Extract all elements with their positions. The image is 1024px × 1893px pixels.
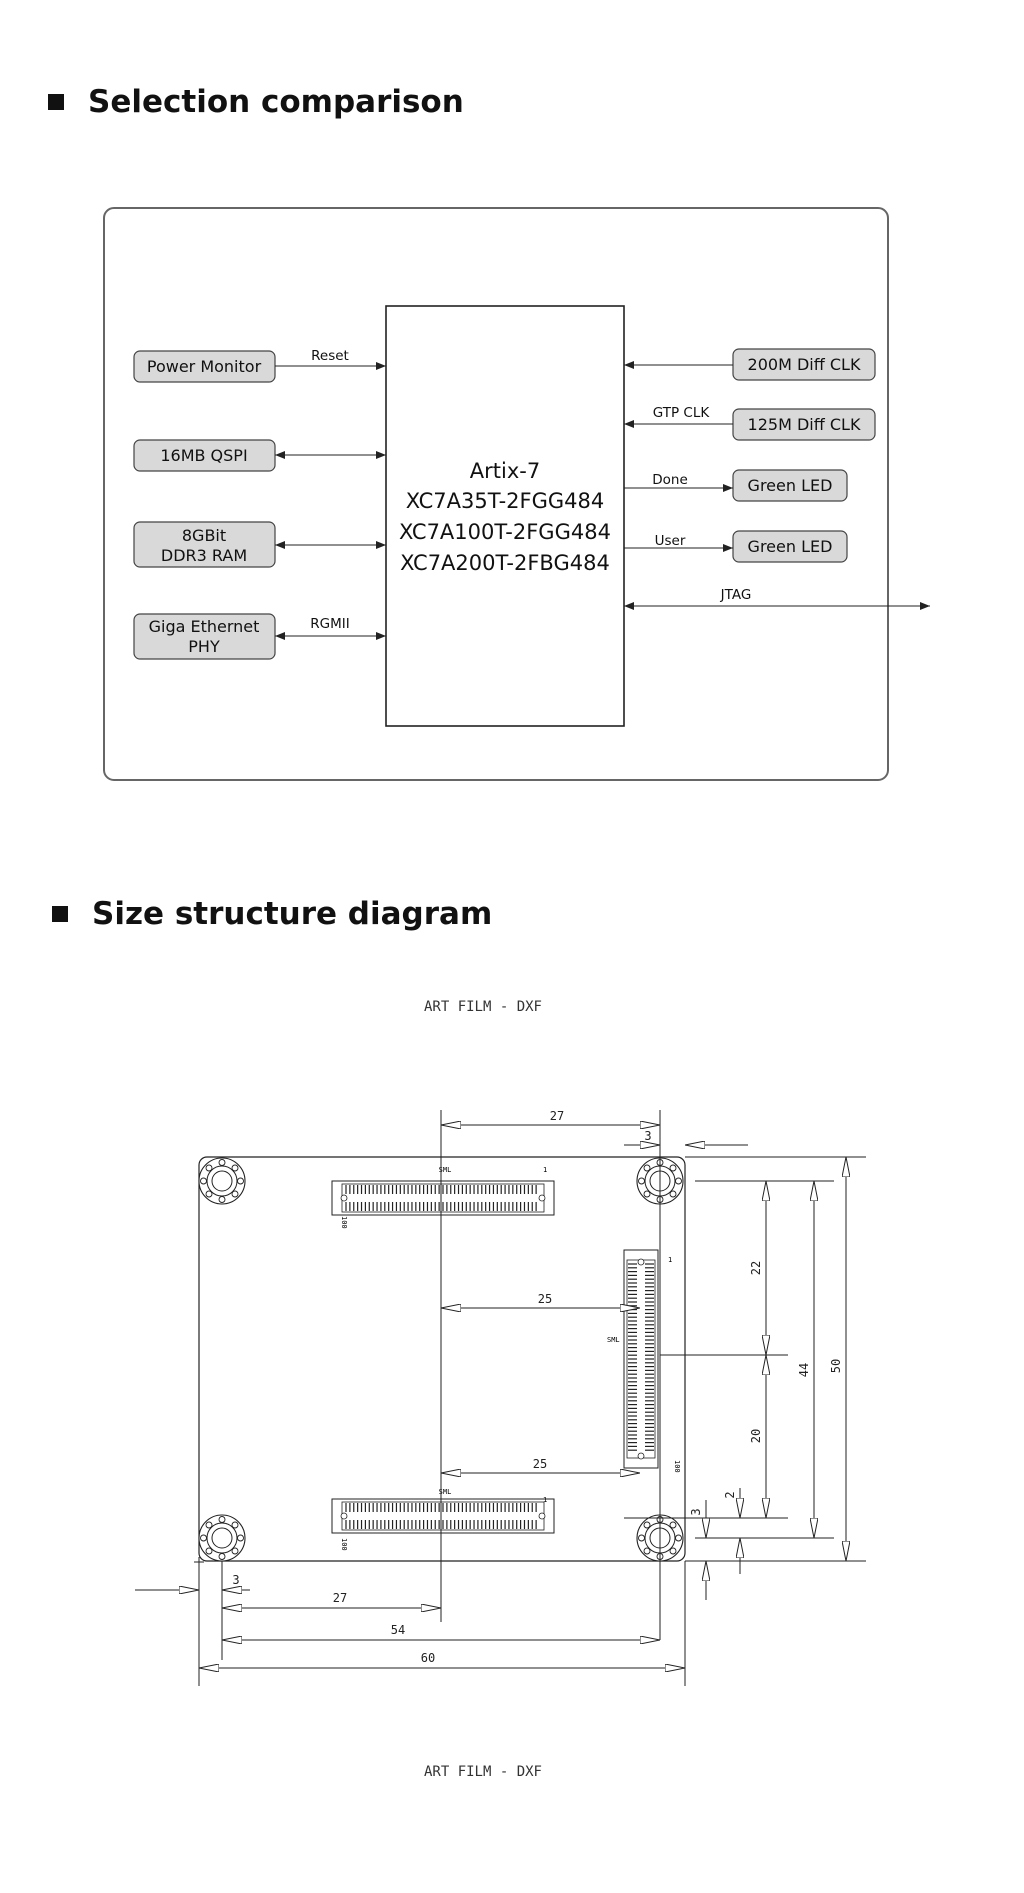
mounting-hole-icon	[198, 1514, 246, 1562]
connector-top	[331, 1180, 555, 1216]
rgmii-signal-label: RGMII	[310, 616, 349, 632]
clk200-label: 200M Diff CLK	[748, 355, 861, 374]
conn-top-smt-label: SML	[439, 1166, 452, 1174]
ddr3-label-line2: DDR3 RAM	[161, 546, 247, 565]
led-done-block: Green LED	[732, 469, 848, 502]
clk200-block: 200M Diff CLK	[732, 348, 876, 381]
bullet-square-icon	[48, 94, 64, 110]
connector-body	[331, 1180, 555, 1216]
fpga-part-200t: XC7A200T-2FBG484	[400, 551, 610, 575]
conn-bottom-right-num: 1	[543, 1496, 547, 1504]
conn-right-bot-num: 100	[673, 1460, 681, 1473]
dim-27-bottom: 27	[333, 1591, 347, 1605]
ddr3-block: 8GBit DDR3 RAM	[133, 521, 276, 568]
dim-44: 44	[797, 1363, 811, 1377]
diagram-frame	[103, 207, 889, 781]
dim-2-right: 2	[723, 1491, 737, 1498]
clk125-block: 125M Diff CLK	[732, 408, 876, 441]
extension-lines	[198, 1110, 866, 1686]
reset-signal-label: Reset	[311, 348, 349, 364]
dim-3-top: 3	[644, 1129, 651, 1143]
conn-right-smt-label: SML	[607, 1336, 620, 1344]
ethernet-label-line2: PHY	[188, 637, 220, 656]
dim-25-upper: 25	[538, 1292, 552, 1306]
clk125-label: 125M Diff CLK	[748, 415, 861, 434]
led-done-label: Green LED	[748, 476, 833, 495]
section-heading-size: Size structure diagram	[52, 896, 492, 932]
dim-50: 50	[829, 1359, 843, 1373]
fpga-block	[385, 305, 625, 727]
power-monitor-label: Power Monitor	[147, 357, 262, 376]
section-title: Size structure diagram	[92, 896, 493, 932]
section-heading-selection: Selection comparison	[48, 84, 464, 120]
mounting-hole-icon	[636, 1157, 684, 1205]
jtag-signal-label: JTAG	[720, 587, 752, 603]
dimension-arrows	[135, 1125, 846, 1668]
section-title: Selection comparison	[88, 84, 464, 120]
ddr3-label-line1: 8GBit	[182, 526, 226, 545]
dim-22: 22	[749, 1261, 763, 1275]
fpga-part-35t: XC7A35T-2FGG484	[406, 489, 605, 513]
fpga-part-100t: XC7A100T-2FGG484	[399, 520, 611, 544]
ethernet-phy-block: Giga Ethernet PHY	[133, 613, 276, 660]
dim-3-left: 3	[232, 1573, 239, 1587]
caption-top: ART FILM - DXF	[424, 999, 542, 1015]
dim-3-right: 3	[689, 1508, 703, 1515]
conn-bottom-left-num: 100	[340, 1538, 348, 1551]
qspi-label: 16MB QSPI	[160, 446, 247, 465]
conn-top-right-num: 1	[543, 1166, 547, 1174]
dim-60: 60	[421, 1651, 435, 1665]
mounting-hole-icon	[636, 1514, 684, 1562]
user-signal-label: User	[655, 533, 686, 549]
conn-top-left-num: 100	[340, 1216, 348, 1229]
dim-54: 54	[391, 1623, 405, 1637]
connector-bottom	[331, 1498, 555, 1534]
connector-body	[331, 1498, 555, 1534]
conn-right-top-num: 1	[668, 1256, 672, 1264]
led-user-block: Green LED	[732, 530, 848, 563]
dim-27-top: 27	[550, 1109, 564, 1123]
done-signal-label: Done	[652, 472, 688, 488]
ethernet-label-line1: Giga Ethernet	[149, 617, 260, 636]
connector-right	[623, 1249, 659, 1469]
bullet-square-icon	[52, 906, 68, 922]
dim-25-lower: 25	[533, 1457, 547, 1471]
fpga-family-label: Artix-7	[470, 459, 540, 483]
led-user-label: Green LED	[748, 537, 833, 556]
dim-20: 20	[749, 1429, 763, 1443]
mounting-hole-icon	[198, 1157, 246, 1205]
power-monitor-block: Power Monitor	[133, 350, 276, 383]
connector-body	[623, 1249, 659, 1469]
board-outline	[198, 1156, 686, 1562]
qspi-block: 16MB QSPI	[133, 439, 276, 472]
caption-bottom: ART FILM - DXF	[424, 1764, 542, 1780]
gtp-clk-signal-label: GTP CLK	[653, 405, 711, 421]
conn-bottom-smt-label: SML	[439, 1488, 452, 1496]
fpga-block-diagram: Artix-7 XC7A35T-2FGG484 XC7A100T-2FGG484…	[103, 207, 930, 781]
origin-marker-icon	[194, 1557, 204, 1567]
